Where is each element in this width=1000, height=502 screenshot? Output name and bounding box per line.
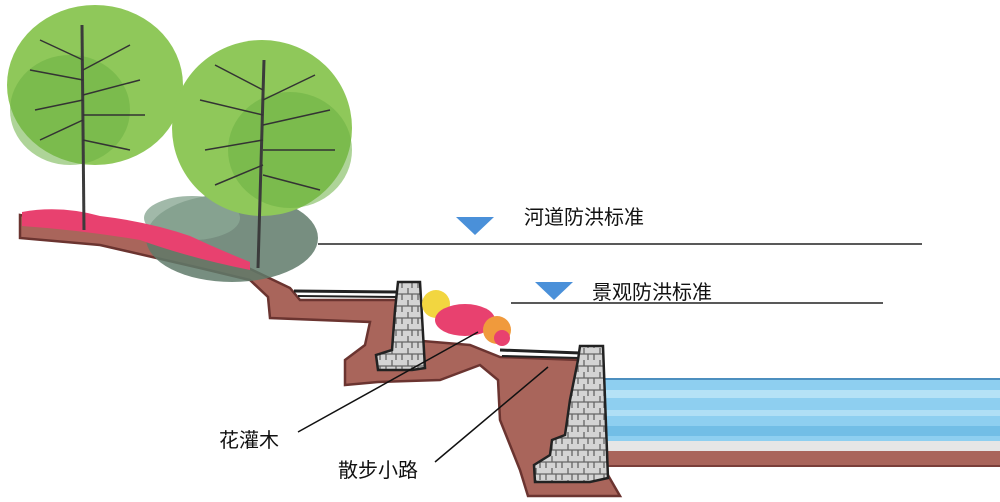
pink-groundcover (22, 209, 250, 270)
landscape-flood-level (511, 282, 883, 304)
flowering-shrub-group (422, 290, 511, 346)
river-flood-level (318, 217, 922, 245)
tree-left (7, 5, 183, 231)
shrub-leader-line (297, 331, 479, 433)
retaining-wall-lower (532, 344, 610, 484)
walking-path-surface (499, 348, 581, 359)
river-flood-marker-icon (456, 217, 494, 235)
tree-right (172, 40, 352, 269)
landscape-flood-standard-label: 景观防洪标准 (592, 280, 712, 304)
upper-terrace (293, 289, 401, 298)
walking-path-label: 散步小路 (338, 458, 418, 482)
river-flood-standard-label: 河道防洪标准 (524, 205, 644, 229)
river-water (600, 378, 1000, 467)
path-leader-line (434, 366, 549, 463)
landscape-flood-marker-icon (535, 282, 573, 300)
retaining-wall-upper (374, 280, 427, 372)
bank-soil (18, 213, 623, 498)
flowering-shrubs-label: 花灌木 (219, 428, 279, 452)
